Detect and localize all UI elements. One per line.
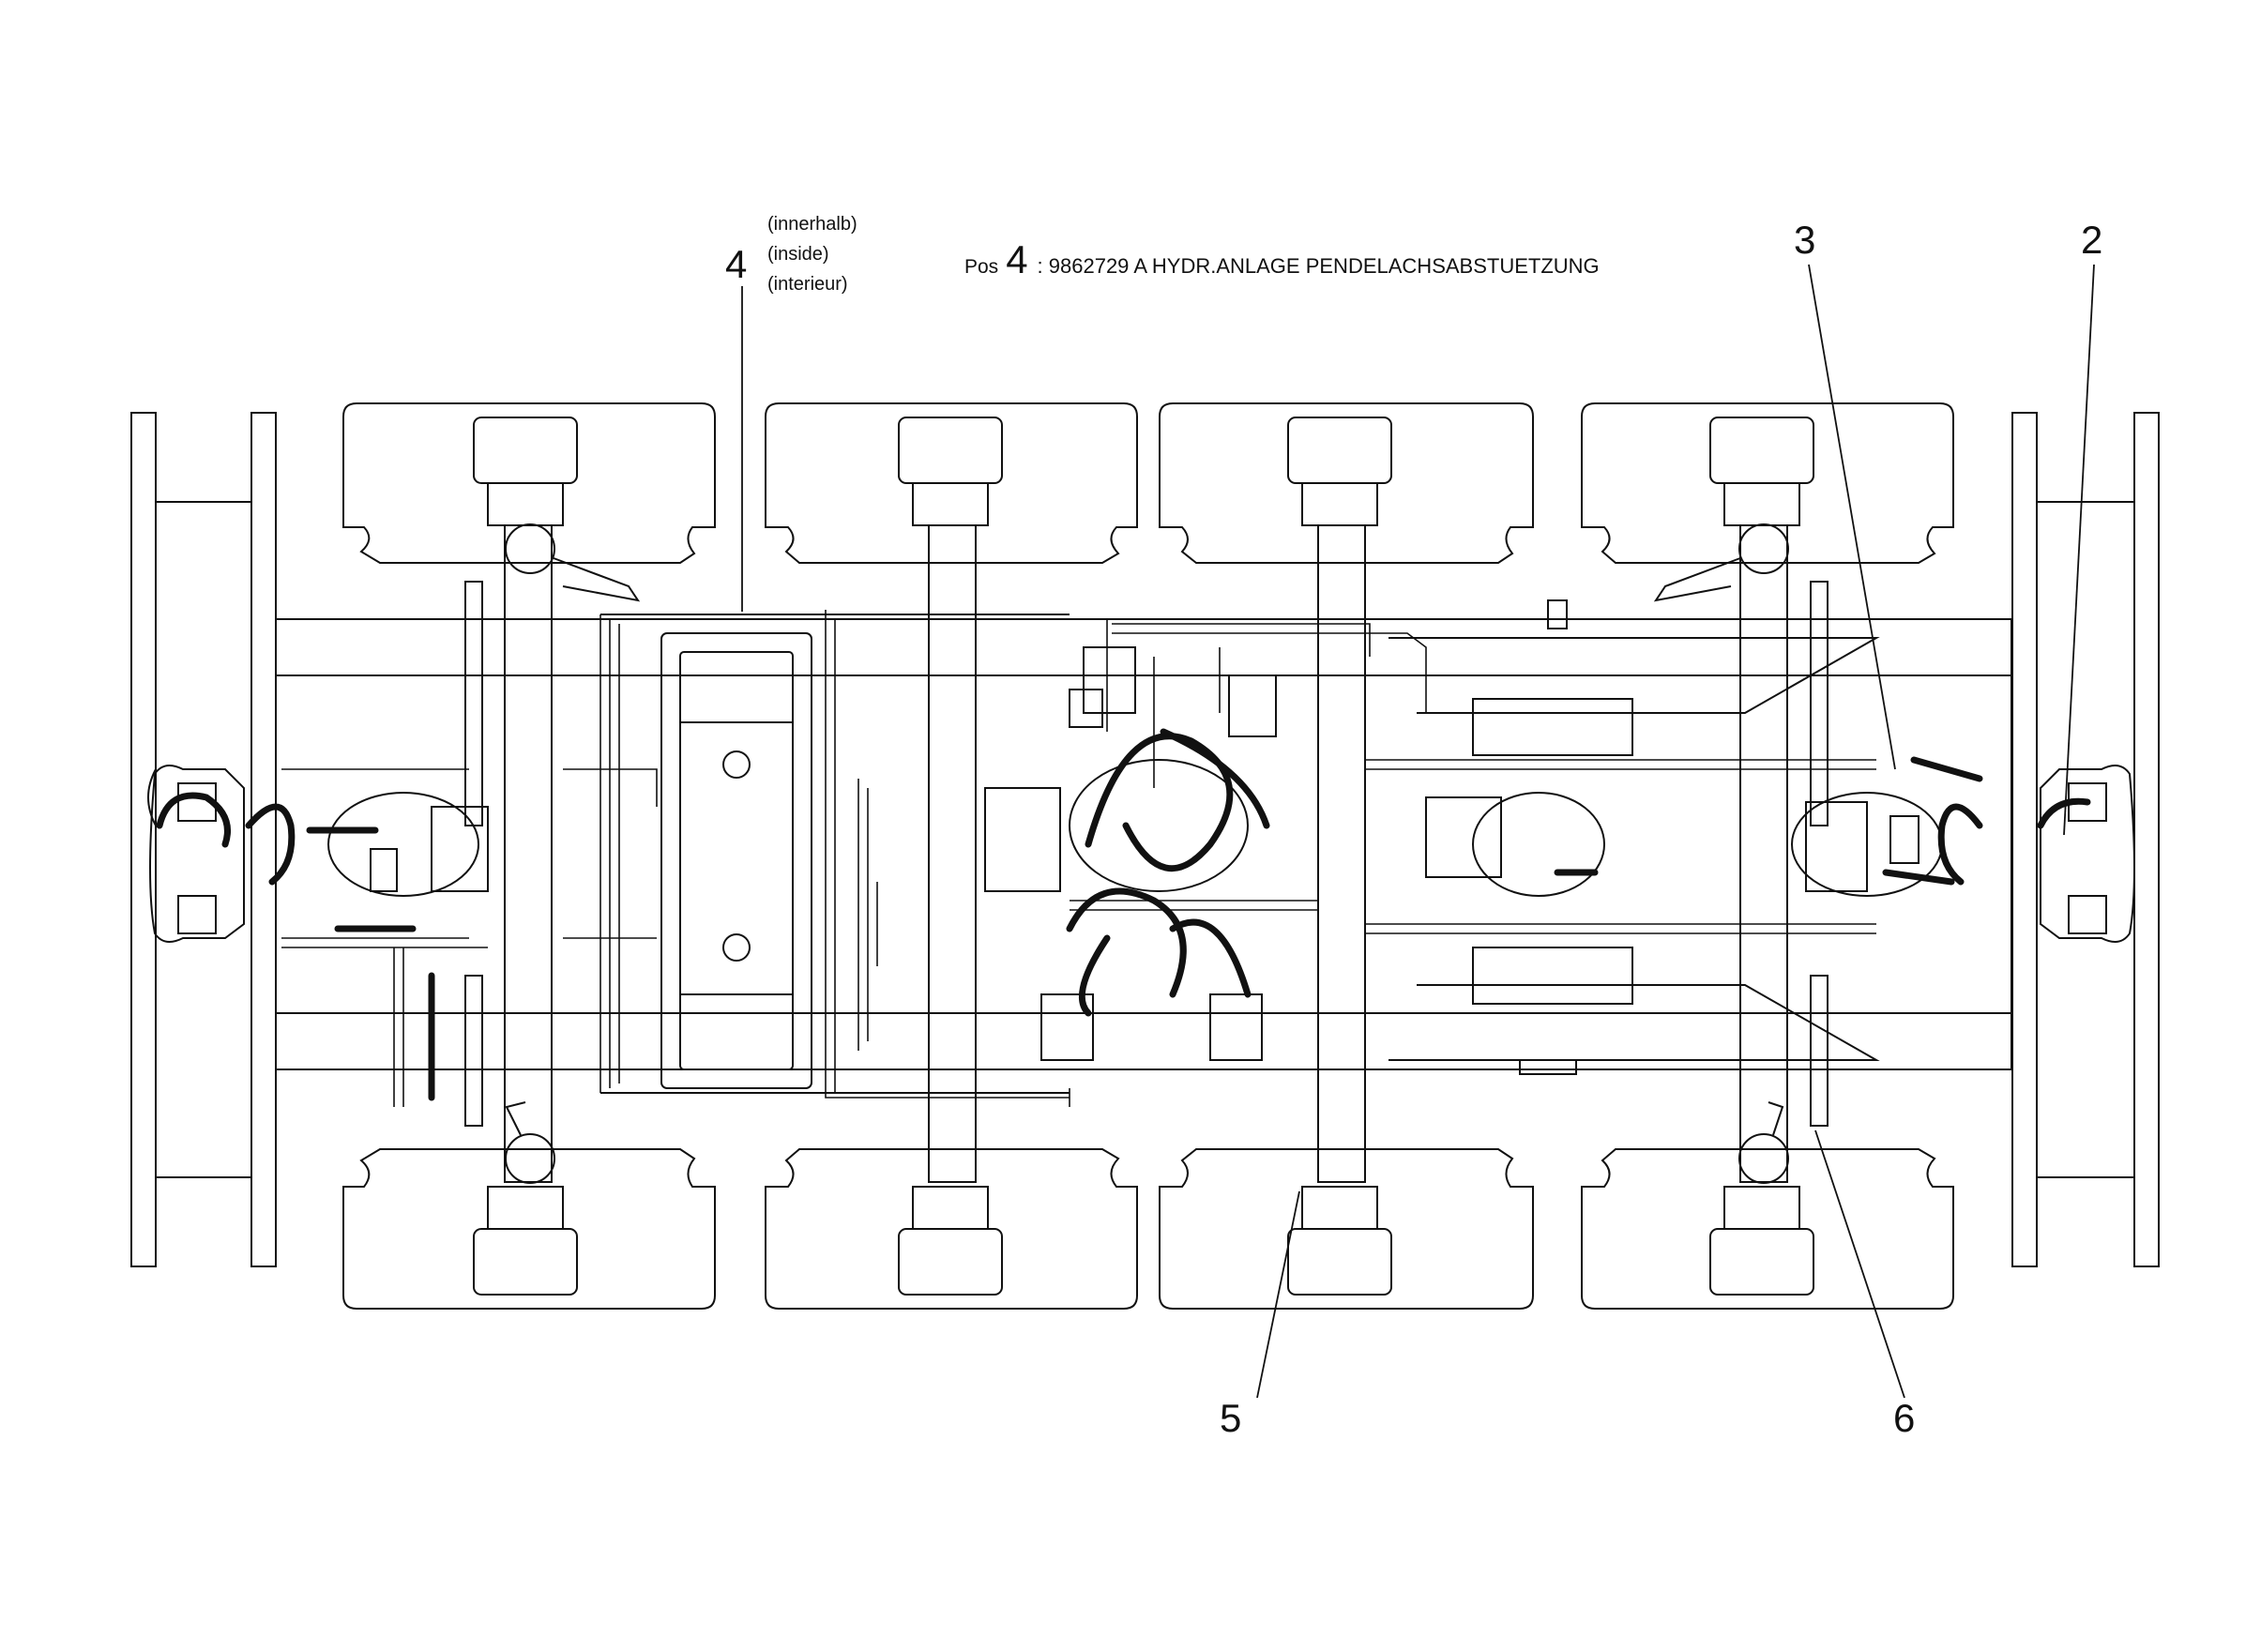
- callout-3: 3: [1794, 218, 1816, 262]
- position-caption: Pos 4 : 9862729 A HYDR.ANLAGE PENDELACHSAB…: [964, 237, 1600, 282]
- wheel-hubs-top: [473, 417, 1814, 526]
- support-cylinders: [464, 581, 1829, 1127]
- position-prefix: Pos: [964, 256, 999, 278]
- wheel-hubs-bottom: [473, 1186, 1814, 1296]
- position-description: : 9862729 A HYDR.ANLAGE PENDELACHSABSTUE…: [1037, 254, 1600, 278]
- hydraulic-hoses: [156, 728, 2091, 1101]
- center-transmission: [984, 759, 1605, 897]
- callout-5: 5: [1220, 1396, 1242, 1440]
- left-end-frame: [130, 412, 277, 1267]
- callout-6: 6: [1893, 1396, 1916, 1440]
- valve-blocks: [1040, 646, 1277, 1061]
- tire-outlines-top: [342, 402, 1954, 564]
- leader-lines: [741, 264, 2095, 1399]
- note-line-2: (inside): [767, 244, 829, 265]
- fuel-tank: [660, 632, 812, 1089]
- right-end-frame: [2011, 412, 2160, 1267]
- pump-housing-left: [327, 792, 489, 897]
- cross-members: [1472, 599, 1633, 1075]
- callout-4: 4: [725, 242, 748, 286]
- position-number: 4: [1006, 237, 1028, 281]
- steering-knuckles: [505, 523, 1789, 1184]
- callout-2: 2: [2081, 218, 2103, 262]
- hydraulic-pipes: [281, 610, 1876, 1107]
- note-line-3: (interieur): [767, 274, 848, 295]
- note-line-1: (innerhalb): [767, 214, 857, 235]
- brake-assembly-right: [2040, 765, 2135, 943]
- tire-outlines-bottom: [342, 1148, 1954, 1310]
- brake-assembly-left: [149, 765, 245, 943]
